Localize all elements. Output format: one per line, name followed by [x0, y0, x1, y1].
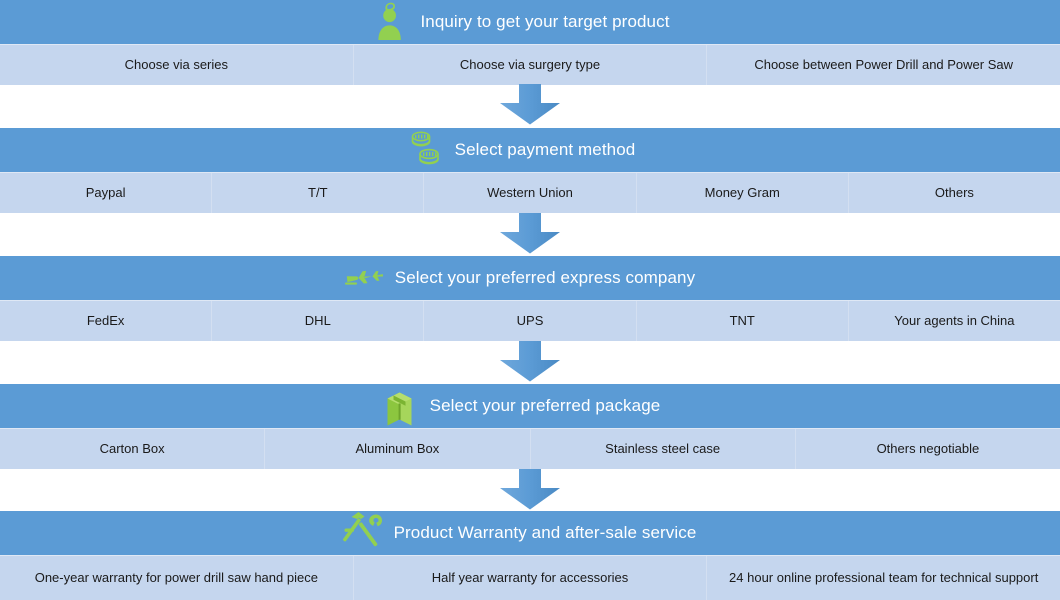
options-row-inquiry: Choose via series Choose via surgery typ… — [0, 44, 1060, 85]
option-payment-others[interactable]: Others — [934, 184, 974, 200]
coins-icon — [405, 128, 445, 172]
step-title-package: Select your preferred package — [429, 396, 661, 415]
down-arrow-icon — [500, 341, 560, 382]
step-header-package: Select your preferred package — [0, 384, 1060, 428]
connector-arrow-4 — [0, 469, 1060, 510]
hammer-wrench-tools-icon — [342, 511, 384, 555]
step-header-inquiry: Inquiry to get your target product — [0, 0, 1060, 44]
option-package-others-negotiable[interactable]: Others negotiable — [876, 440, 980, 456]
option-express-fedex[interactable]: FedEx — [0, 301, 213, 341]
option-package-stainless-steel-case[interactable]: Stainless steel case — [531, 429, 796, 469]
connector-arrow-1 — [0, 84, 1060, 125]
down-arrow-icon — [500, 469, 560, 510]
customer-service-person-icon — [370, 0, 410, 44]
step-header-express: Select your preferred express company — [0, 256, 1060, 300]
down-arrow-icon — [500, 84, 560, 125]
option-warranty-half-year-accessories[interactable]: Half year warranty for accessories — [354, 556, 708, 600]
step-inquiry: Inquiry to get your target product Choos… — [0, 0, 1060, 85]
airplane-icon — [344, 256, 385, 300]
options-row-express: FedEx DHL UPS TNT Your agents in China — [0, 300, 1060, 341]
step-warranty: Product Warranty and after-sale service … — [0, 511, 1060, 600]
option-express-dhl[interactable]: DHL — [212, 301, 425, 341]
option-payment-money-gram[interactable]: Money Gram — [637, 173, 849, 213]
option-inquiry-surgery-type[interactable]: Choose via surgery type — [354, 45, 708, 85]
step-header-warranty: Product Warranty and after-sale service — [0, 511, 1060, 555]
options-row-package: Carton Box Aluminum Box Stainless steel … — [0, 428, 1060, 469]
step-package: Select your preferred package Carton Box… — [0, 384, 1060, 469]
option-inquiry-drill-or-saw[interactable]: Choose between Power Drill and Power Saw — [754, 56, 1014, 72]
option-package-carton-box[interactable]: Carton Box — [0, 429, 266, 469]
step-title-warranty: Product Warranty and after-sale service — [393, 523, 697, 542]
option-inquiry-series[interactable]: Choose via series — [0, 45, 354, 85]
step-title-payment: Select payment method — [454, 140, 636, 159]
step-express: Select your preferred express company Fe… — [0, 256, 1060, 341]
step-title-inquiry: Inquiry to get your target product — [420, 12, 670, 31]
package-box-icon — [380, 384, 420, 428]
option-package-aluminum-box[interactable]: Aluminum Box — [265, 429, 531, 469]
step-payment: Select payment method Paypal T/T Western… — [0, 128, 1060, 213]
options-row-warranty: One-year warranty for power drill saw ha… — [0, 555, 1060, 600]
option-warranty-24-hour-support[interactable]: 24 hour online professional team for tec… — [729, 569, 1039, 585]
down-arrow-icon — [500, 213, 560, 254]
option-payment-paypal[interactable]: Paypal — [0, 173, 213, 213]
option-payment-tt[interactable]: T/T — [212, 173, 425, 213]
options-row-payment: Paypal T/T Western Union Money Gram Othe… — [0, 172, 1060, 213]
option-warranty-one-year-hand-piece[interactable]: One-year warranty for power drill saw ha… — [0, 556, 354, 600]
step-title-express: Select your preferred express company — [394, 268, 696, 287]
option-express-tnt[interactable]: TNT — [637, 301, 849, 341]
option-express-agents-in-china[interactable]: Your agents in China — [894, 312, 1015, 328]
step-header-payment: Select payment method — [0, 128, 1060, 172]
connector-arrow-3 — [0, 341, 1060, 382]
connector-arrow-2 — [0, 213, 1060, 254]
option-payment-western-union[interactable]: Western Union — [424, 173, 637, 213]
option-express-ups[interactable]: UPS — [424, 301, 637, 341]
